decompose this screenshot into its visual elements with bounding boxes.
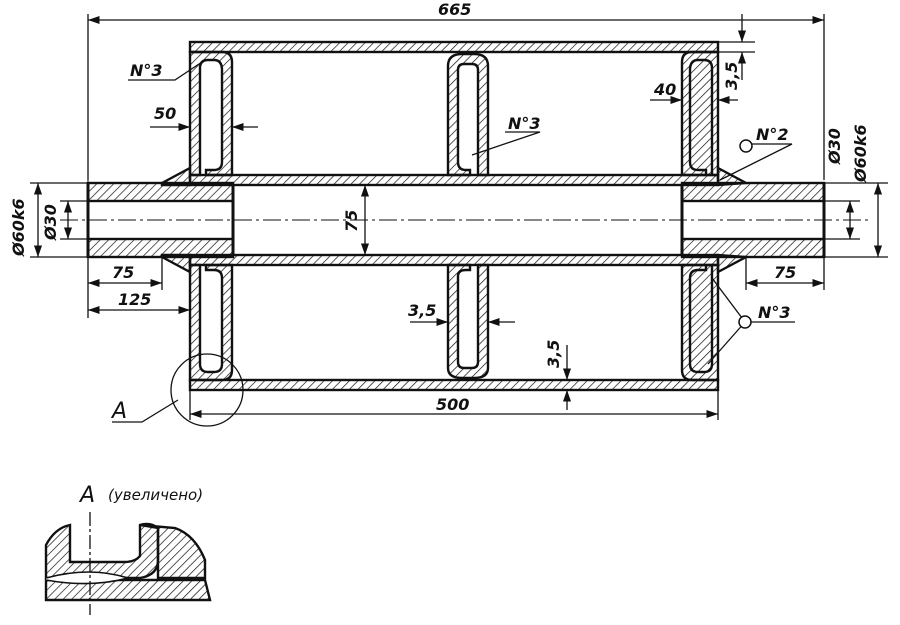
dim-shaft-left-len: 75: [112, 263, 134, 282]
callout-part-right-top: N°2: [756, 125, 789, 144]
shaft-left: [86, 165, 235, 275]
disc-right-top: [680, 50, 720, 177]
callout-leaders: [112, 59, 795, 427]
dim-disc-left-width: 50: [154, 104, 176, 123]
disc-center-top: [446, 52, 490, 177]
dim-shaft-left-total: 125: [118, 290, 151, 309]
dim-body-length: 500: [436, 395, 469, 414]
drum-shell: [188, 40, 720, 392]
dim-wall-top: 3,5: [722, 62, 741, 90]
disc-left-bottom: [188, 263, 234, 382]
dim-disc-thickness: 3,5: [408, 301, 436, 320]
detail-subtitle: (увеличено): [108, 486, 203, 504]
disc-center-bottom: [446, 263, 490, 380]
callout-part-left-top: N°3: [130, 61, 163, 80]
dim-overall-length: 665: [438, 0, 471, 19]
disc-left-top: [188, 50, 234, 177]
dim-disc-right-width: 40: [653, 80, 676, 99]
dim-inner-diameter: 75: [342, 210, 361, 232]
dim-shaft-right-outer: Ø60k6: [851, 124, 870, 183]
callout-part-center: N°3: [508, 114, 541, 133]
dim-shaft-right-len: 75: [774, 263, 796, 282]
callout-detail-ref: A: [110, 399, 127, 424]
dim-shaft-left-inner: Ø30: [41, 204, 60, 241]
callout-part-right-bottom: N°3: [758, 303, 791, 322]
dim-wall-bottom: 3,5: [544, 340, 563, 368]
extension-lines: [30, 14, 888, 420]
disc-right-bottom: [680, 263, 720, 382]
detail-a-view: [44, 512, 212, 615]
dim-shaft-right-inner: Ø30: [825, 128, 844, 165]
detail-title: A: [78, 483, 95, 508]
dimension-lines: [33, 14, 883, 419]
shaft-right: [680, 165, 826, 275]
dim-shaft-left-outer: Ø60k6: [9, 198, 28, 257]
